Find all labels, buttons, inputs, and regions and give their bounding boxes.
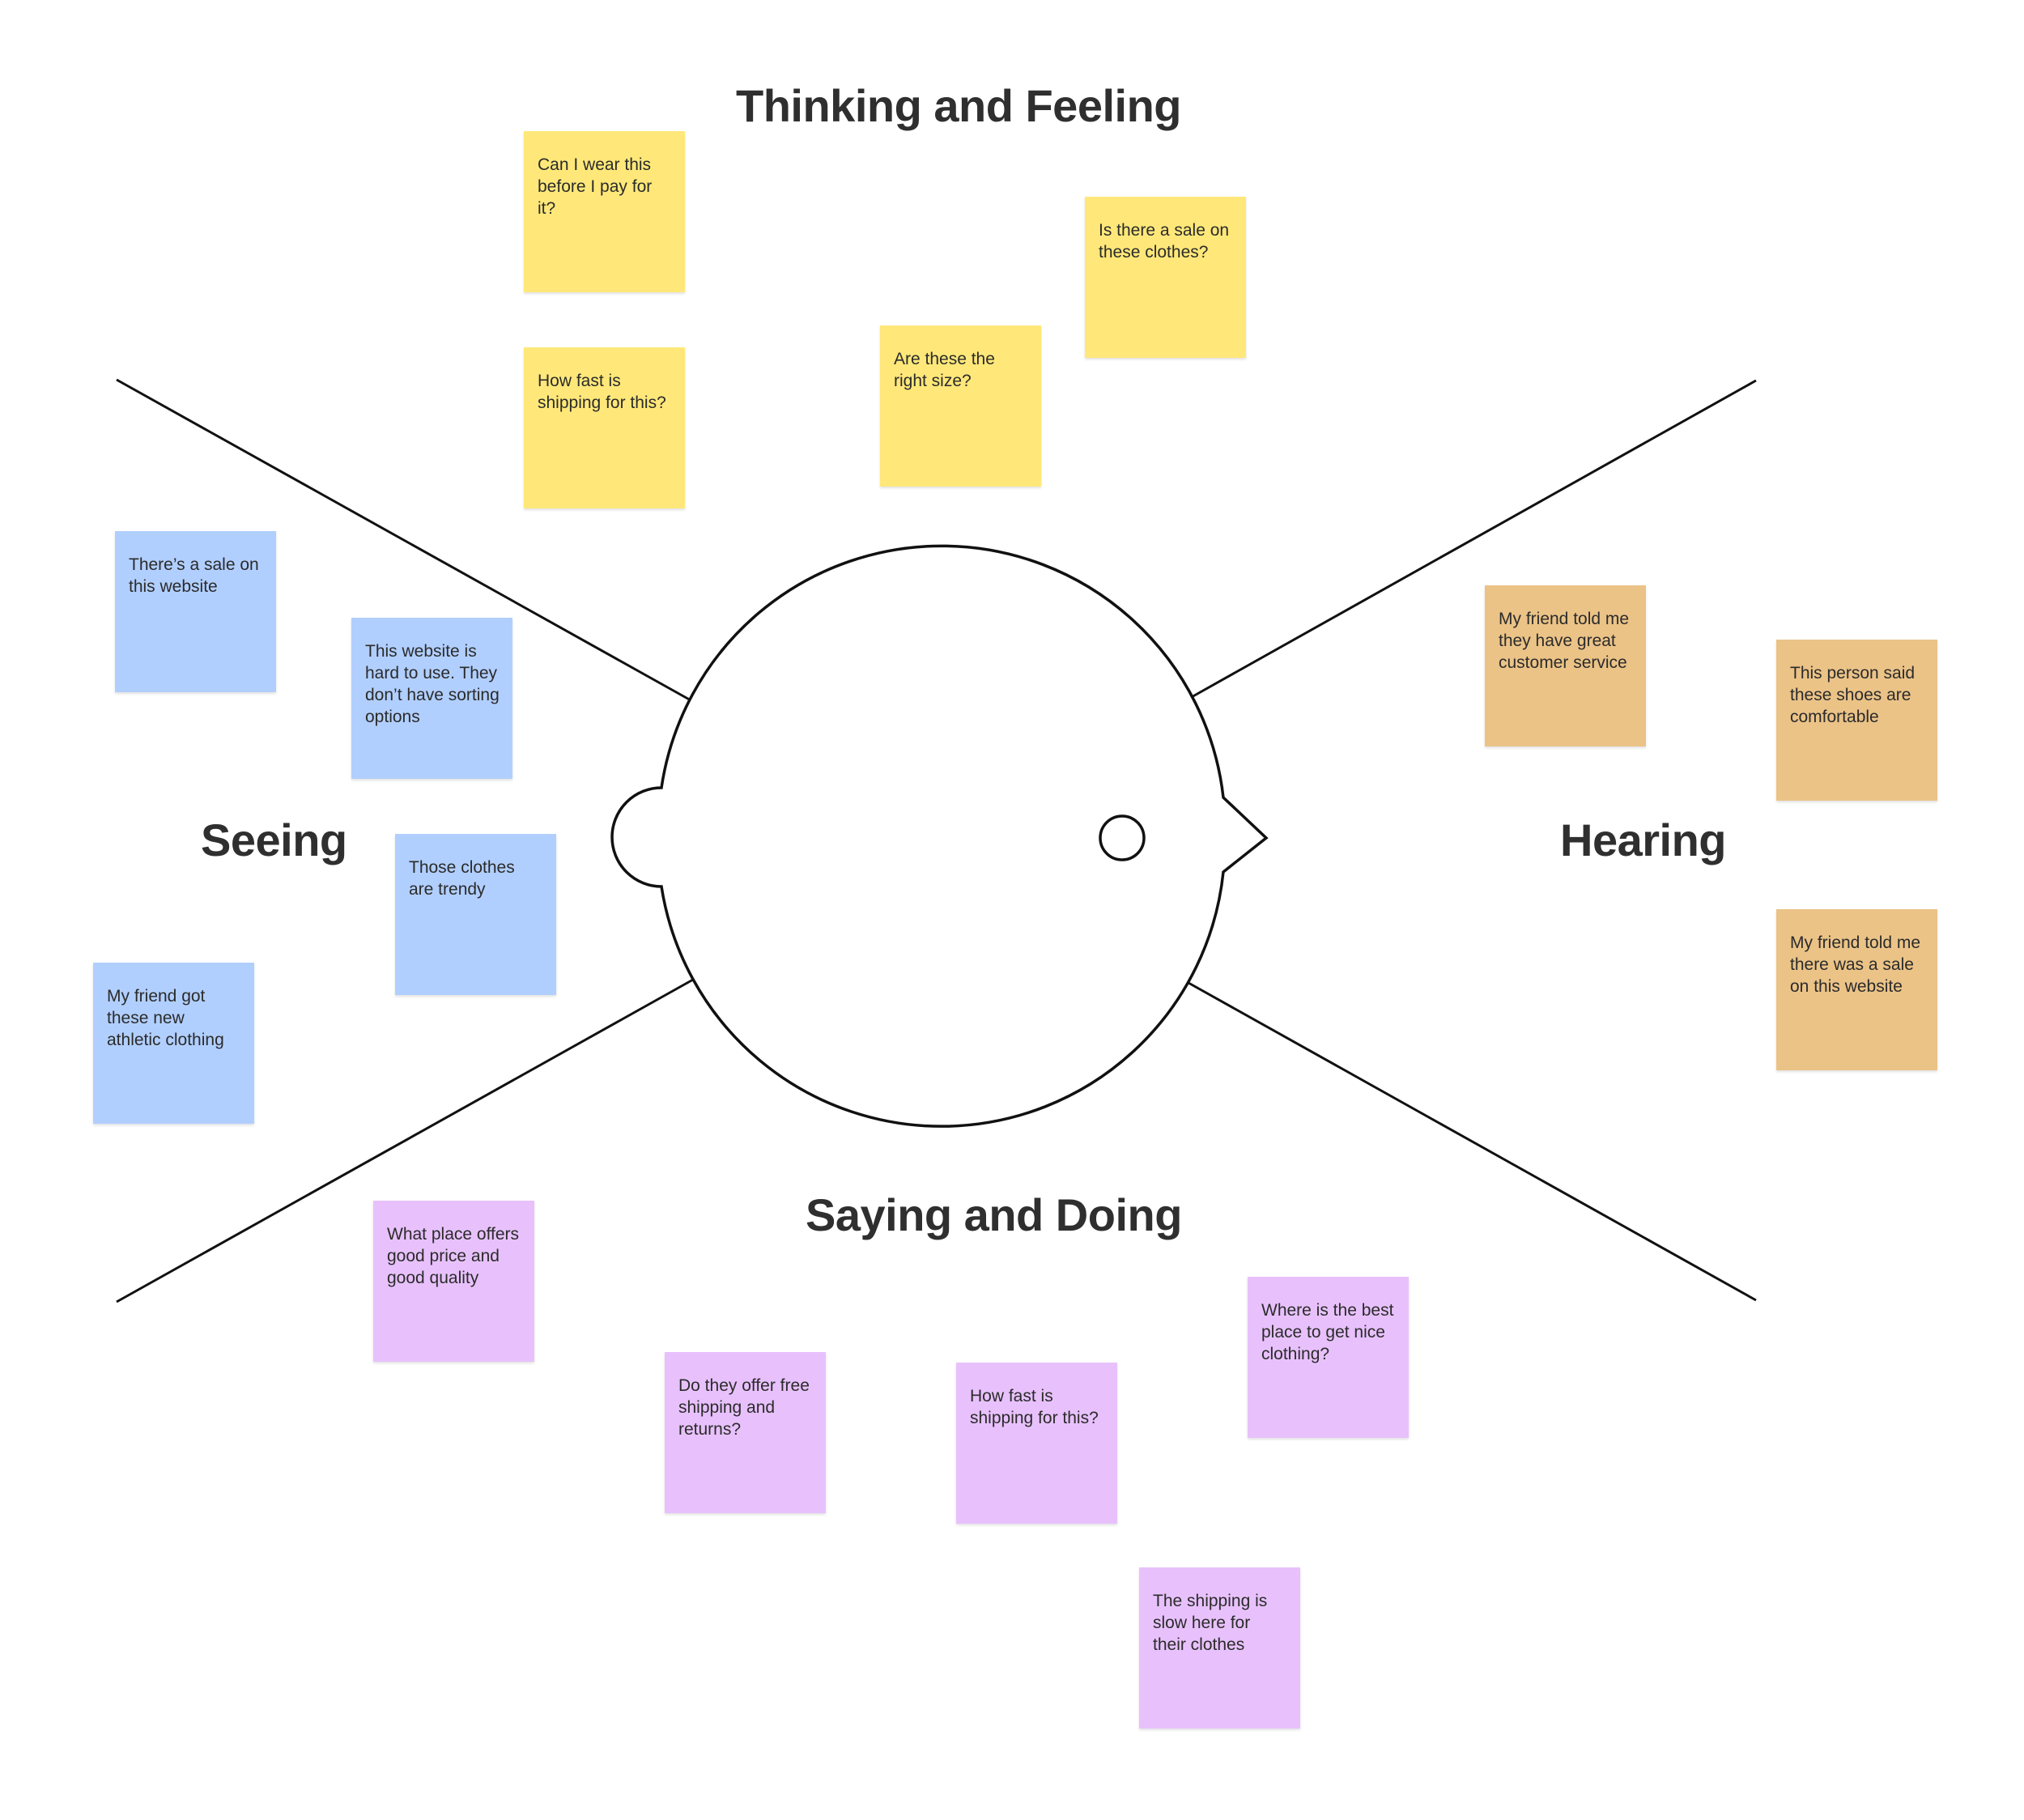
divider-line-bottom-right (1188, 981, 1757, 1302)
divider-line-top-right (1189, 379, 1757, 700)
divider-line-bottom-left (116, 978, 694, 1303)
section-title-thinking: Thinking and Feeling (736, 80, 1182, 131)
sticky-note-thinking[interactable]: How fast is shipping for this? (524, 347, 685, 508)
sticky-note-saying[interactable]: What place offers good price and good qu… (373, 1201, 534, 1362)
sticky-note-seeing[interactable]: There’s a sale on this website (115, 531, 276, 692)
sticky-note-thinking[interactable]: Are these the right size? (880, 325, 1041, 487)
sticky-note-saying[interactable]: Do they offer free shipping and returns? (665, 1352, 826, 1513)
section-title-seeing: Seeing (201, 814, 347, 865)
sticky-note-saying[interactable]: How fast is shipping for this? (956, 1363, 1117, 1524)
eye-circle (1099, 814, 1146, 861)
sticky-note-saying[interactable]: Where is the best place to get nice clot… (1248, 1277, 1409, 1438)
section-title-hearing: Hearing (1560, 814, 1727, 865)
sticky-note-hearing[interactable]: This person said these shoes are comfort… (1776, 640, 1937, 801)
sticky-note-thinking[interactable]: Can I wear this before I pay for it? (524, 131, 685, 292)
sticky-note-hearing[interactable]: My friend told me there was a sale on th… (1776, 909, 1937, 1070)
sticky-note-saying[interactable]: The shipping is slow here for their clot… (1139, 1567, 1300, 1729)
sticky-note-thinking[interactable]: Is there a sale on these clothes? (1085, 197, 1246, 358)
sticky-note-seeing[interactable]: This website is hard to use. They don’t … (351, 618, 512, 779)
head-outline (610, 544, 1269, 1128)
sticky-note-seeing[interactable]: My friend got these new athletic clothin… (93, 963, 254, 1124)
sticky-note-seeing[interactable]: Those clothes are trendy (395, 834, 556, 995)
sticky-note-hearing[interactable]: My friend told me they have great custom… (1485, 585, 1646, 746)
divider-line-top-left (116, 378, 693, 703)
section-title-saying: Saying and Doing (806, 1189, 1182, 1240)
